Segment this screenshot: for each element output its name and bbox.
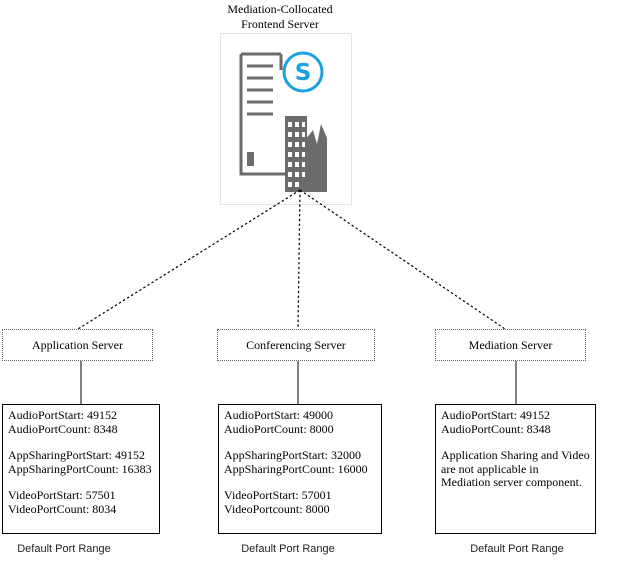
audio-port-start: AudioPortStart: 49152 [441, 408, 551, 422]
server-title-line1: Mediation-Collocated [227, 2, 333, 16]
mediation-server-box: Mediation Server [435, 329, 586, 361]
mediation-caption: Default Port Range [470, 543, 564, 555]
conferencing-port-box: AudioPortStart: 49000 AudioPortCount: 80… [218, 404, 382, 534]
video-port-count: VideoPortCount: 8034 [8, 501, 117, 516]
connector-conferencing [297, 189, 301, 330]
application-port-box: AudioPortStart: 49152 AudioPortCount: 83… [2, 404, 160, 534]
building-windows-icon [288, 122, 305, 187]
server-title-line2: Frontend Server [241, 17, 319, 31]
svg-text:S: S [295, 60, 312, 86]
appsharing-port-count: AppSharingPortCount: 16383 [8, 461, 152, 476]
server-icon-frame: S [220, 33, 352, 205]
skype-server-icon: S [239, 51, 327, 192]
connector-mediation [299, 189, 506, 330]
application-caption: Default Port Range [17, 543, 111, 555]
audio-port-count: AudioPortCount: 8000 [224, 421, 334, 436]
server-tower-icon [239, 52, 287, 176]
audio-port-start: AudioPortStart: 49152 [8, 408, 118, 422]
conferencing-caption: Default Port Range [241, 543, 335, 555]
video-port-start: VideoPortStart: 57501 [8, 488, 116, 502]
audio-port-count: AudioPortCount: 8348 [8, 421, 118, 436]
conferencing-server-box: Conferencing Server [217, 329, 375, 361]
skype-logo-icon: S [282, 51, 324, 93]
appsharing-port-count: AppSharingPortCount: 16000 [224, 461, 368, 476]
video-port-count: VideoPortcount: 8000 [224, 501, 330, 516]
server-title: Mediation-Collocated Frontend Server [205, 2, 355, 32]
audio-port-start: AudioPortStart: 49000 [224, 408, 334, 422]
video-port-start: VideoPortStart: 57001 [224, 488, 332, 502]
appsharing-port-start: AppSharingPortStart: 49152 [8, 448, 145, 462]
appsharing-port-start: AppSharingPortStart: 32000 [224, 448, 361, 462]
mediation-port-box: AudioPortStart: 49152 AudioPortCount: 83… [435, 404, 596, 534]
mediation-note: Application Sharing and Video are not ap… [441, 448, 590, 489]
audio-port-count: AudioPortCount: 8348 [441, 421, 551, 436]
tower-drive-icon [247, 152, 254, 166]
application-server-box: Application Server [2, 329, 153, 361]
connector-application [77, 189, 301, 330]
